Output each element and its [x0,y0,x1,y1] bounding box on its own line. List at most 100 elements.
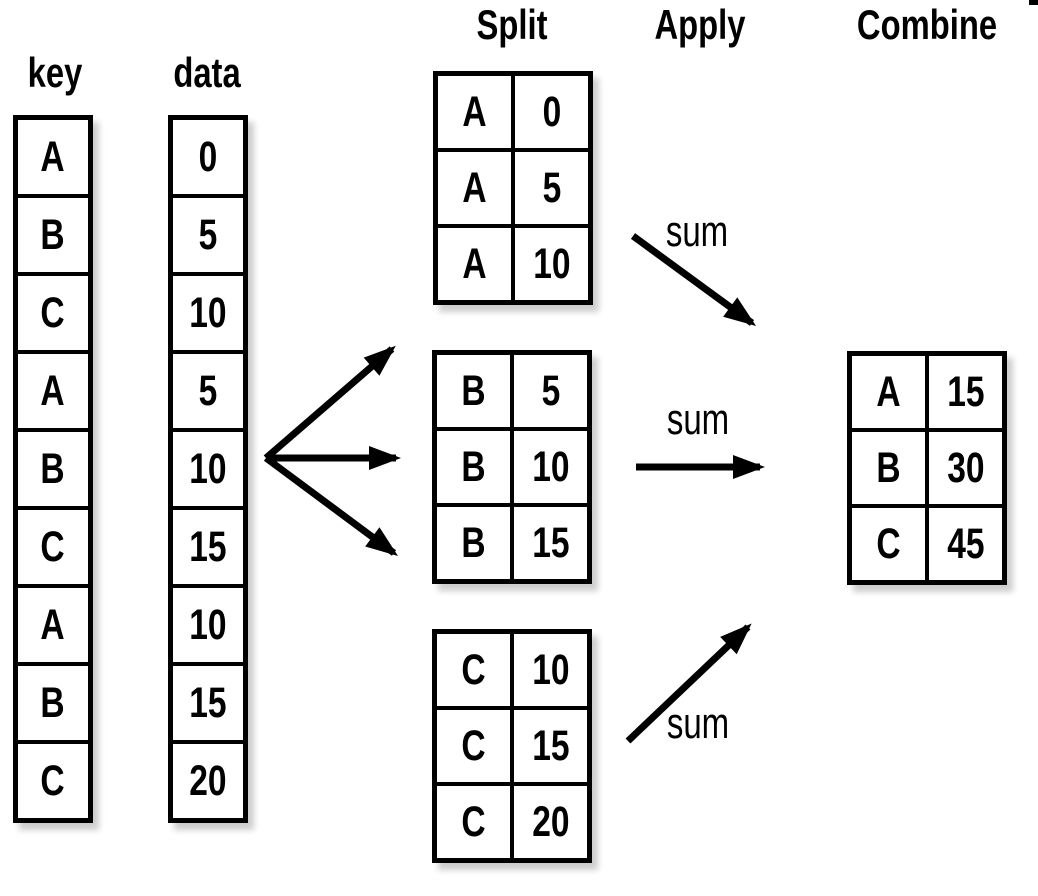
data-cell-value: 15 [189,522,227,571]
key-cell: C [18,510,88,584]
key-cell-value: A [40,366,66,415]
key-cell: B [18,666,88,740]
key-cell: A [18,120,88,194]
split-key-cell: B [437,431,510,503]
sum-label-group-b: sum [666,395,730,444]
split-data-value: 20 [531,797,570,846]
split-key-value: B [461,442,486,491]
combine-data-value: 45 [946,519,985,568]
combine-key-value: B [876,443,901,492]
combine-key-cell: C [852,508,925,580]
split-data-cell: 5 [514,355,587,427]
data-cell-value: 15 [189,678,227,727]
combine-key-cell: A [852,356,925,428]
data-cell-value: 10 [189,444,227,493]
combine-result-table: A 15 B 30 C 45 [847,351,1007,585]
corner-crop-artifact [1029,0,1038,5]
key-cell-value: B [40,210,66,259]
data-cell: 5 [173,198,243,272]
split-data-cell: 15 [514,507,587,579]
split-table-group-a: A 0 A 5 A 10 [433,71,593,305]
split-data-value: 10 [531,442,570,491]
key-cell-value: C [40,288,66,337]
combine-data-value: 15 [946,367,985,416]
key-column-header: key [27,49,83,96]
key-cell-value: B [40,444,66,493]
split-key-cell: C [437,710,510,782]
key-cell: B [18,432,88,506]
data-column-table: 0 5 10 5 10 15 10 15 20 [168,115,248,823]
split-key-cell: A [438,228,511,300]
key-cell: A [18,354,88,428]
data-cell: 20 [173,744,243,818]
split-data-cell: 0 [515,76,588,148]
combine-data-cell: 30 [929,432,1002,504]
split-key-value: A [462,87,487,136]
split-key-value: C [461,721,486,770]
split-key-cell: C [437,634,510,706]
key-cell-value: C [40,756,66,805]
split-data-value: 5 [541,366,560,415]
key-cell-value: B [40,678,66,727]
data-cell-value: 5 [198,210,218,259]
split-key-value: B [461,518,486,567]
split-data-value: 15 [531,721,570,770]
combine-key-value: A [876,367,901,416]
split-key-value: A [462,239,487,288]
data-cell-value: 10 [189,600,227,649]
combine-key-cell: B [852,432,925,504]
data-cell: 15 [173,510,243,584]
split-key-cell: B [437,355,510,427]
key-cell: C [18,744,88,818]
key-cell-value: A [40,600,66,649]
split-data-cell: 10 [514,431,587,503]
split-arrow-group-c [263,455,399,556]
data-cell: 10 [173,276,243,350]
combine-key-value: C [876,519,901,568]
split-key-value: B [461,366,486,415]
split-table-group-c: C 10 C 15 C 20 [432,629,592,863]
key-cell: C [18,276,88,350]
combine-stage-header: Combine [856,1,998,48]
split-key-value: A [462,163,487,212]
data-cell: 5 [173,354,243,428]
split-data-cell: 15 [514,710,587,782]
data-cell: 15 [173,666,243,740]
key-cell-value: C [40,522,66,571]
combine-data-cell: 45 [929,508,1002,580]
split-data-value: 5 [542,163,561,212]
data-cell-value: 5 [198,366,218,415]
combine-data-cell: 15 [929,356,1002,428]
key-cell: B [18,198,88,272]
split-key-cell: A [438,152,511,224]
data-cell-value: 10 [189,288,227,337]
split-data-value: 10 [532,239,571,288]
sum-label-group-a: sum [665,207,729,256]
split-key-value: C [461,797,486,846]
key-cell-value: A [40,132,66,181]
split-table-group-b: B 5 B 10 B 15 [432,350,592,584]
split-data-value: 15 [531,518,570,567]
sum-label-group-c: sum [666,699,730,748]
split-data-cell: 10 [514,634,587,706]
split-stage-header: Split [476,1,548,48]
key-cell: A [18,588,88,662]
data-cell: 0 [173,120,243,194]
split-key-cell: B [437,507,510,579]
data-cell-value: 20 [189,756,227,805]
split-data-cell: 5 [515,152,588,224]
split-key-value: C [461,645,486,694]
key-column-table: A B C A B C A B C [13,115,93,823]
split-data-value: 10 [531,645,570,694]
data-column-header: data [173,49,241,96]
split-data-value: 0 [542,87,561,136]
data-cell-value: 0 [198,132,218,181]
data-cell: 10 [173,432,243,506]
data-cell: 10 [173,588,243,662]
split-key-cell: A [438,76,511,148]
split-data-cell: 10 [515,228,588,300]
combine-data-value: 30 [946,443,985,492]
split-data-cell: 20 [514,786,587,858]
apply-stage-header: Apply [654,1,746,48]
